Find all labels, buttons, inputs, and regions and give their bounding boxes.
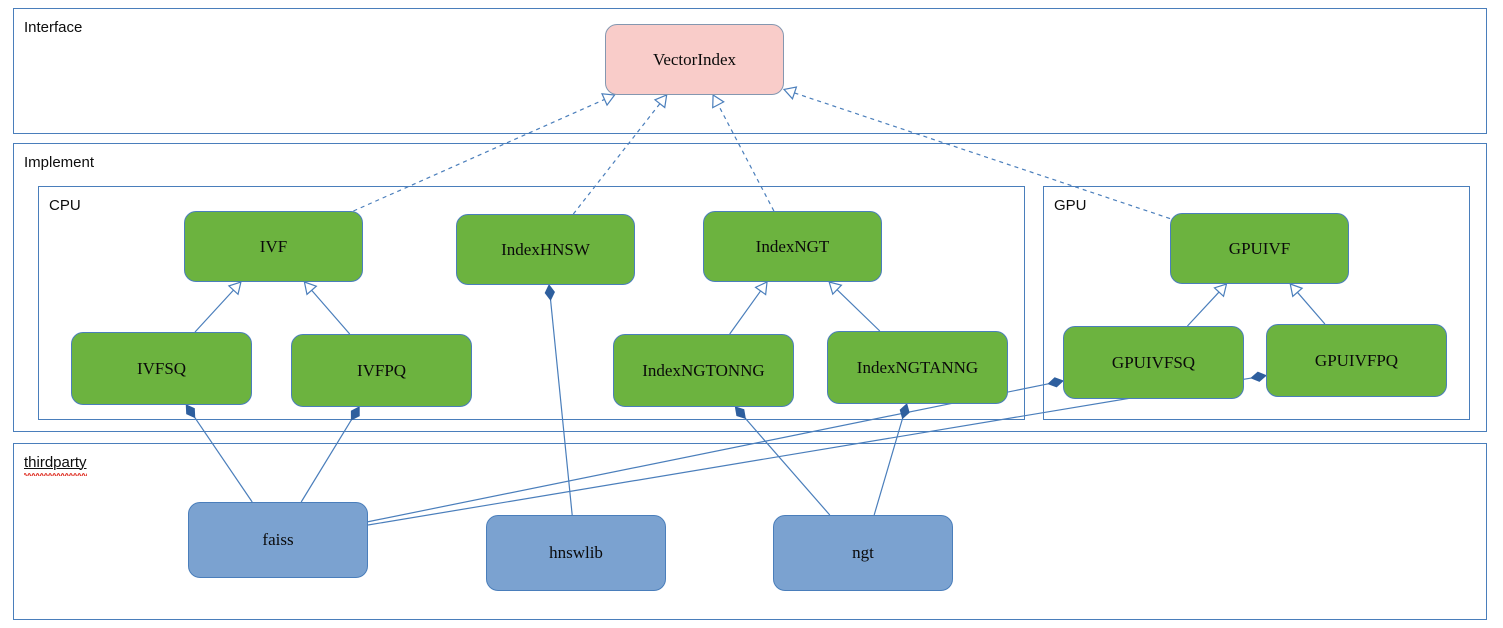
class-node-gpuivfsq[interactable]: GPUIVFSQ bbox=[1063, 326, 1244, 399]
class-node-ngt[interactable]: ngt bbox=[773, 515, 953, 591]
class-node-label: GPUIVF bbox=[1228, 238, 1291, 258]
class-node-label: hnswlib bbox=[549, 543, 603, 562]
class-node-label: faiss bbox=[262, 530, 294, 549]
class-node-label: GPUIVFSQ bbox=[1111, 352, 1196, 372]
class-node-label: VectorIndex bbox=[652, 49, 737, 69]
class-node-faiss[interactable]: faiss bbox=[188, 502, 368, 578]
class-node-ivf[interactable]: IVF bbox=[184, 211, 363, 282]
class-node-indexngtanng[interactable]: IndexNGTANNG bbox=[827, 331, 1008, 404]
group-label-implement: Implement bbox=[24, 154, 95, 171]
class-node-gpuivfpq[interactable]: GPUIVFPQ bbox=[1266, 324, 1447, 397]
group-label-thirdparty: thirdparty bbox=[24, 455, 87, 476]
class-node-gpuivf[interactable]: GPUIVF bbox=[1170, 213, 1349, 284]
class-node-indexngtonng[interactable]: IndexNGTONNG bbox=[613, 334, 794, 407]
class-node-label: IndexNGT bbox=[755, 236, 830, 256]
class-node-label: GPUIVFPQ bbox=[1314, 350, 1399, 370]
class-node-label: IVF bbox=[259, 236, 288, 256]
class-node-label: IVFSQ bbox=[136, 358, 187, 378]
group-label-gpu: GPU bbox=[1054, 197, 1087, 214]
class-node-label: IndexHNSW bbox=[501, 239, 590, 259]
class-node-ivfsq[interactable]: IVFSQ bbox=[71, 332, 252, 405]
class-node-label: IndexNGTONNG bbox=[642, 360, 765, 380]
class-node-ivfpq[interactable]: IVFPQ bbox=[291, 334, 472, 407]
class-node-hnswlib[interactable]: hnswlib bbox=[486, 515, 666, 591]
class-node-vectorindex[interactable]: VectorIndex bbox=[605, 24, 784, 95]
group-label-cpu: CPU bbox=[49, 197, 81, 214]
group-container-gpu bbox=[1043, 186, 1470, 420]
class-node-indexngt[interactable]: IndexNGT bbox=[703, 211, 882, 282]
class-node-label: IndexNGTANNG bbox=[856, 357, 979, 377]
class-node-label: ngt bbox=[852, 543, 874, 562]
class-node-indexhnsw[interactable]: IndexHNSW bbox=[456, 214, 635, 285]
group-label-interface: Interface bbox=[24, 19, 83, 36]
class-node-label: IVFPQ bbox=[356, 360, 407, 380]
